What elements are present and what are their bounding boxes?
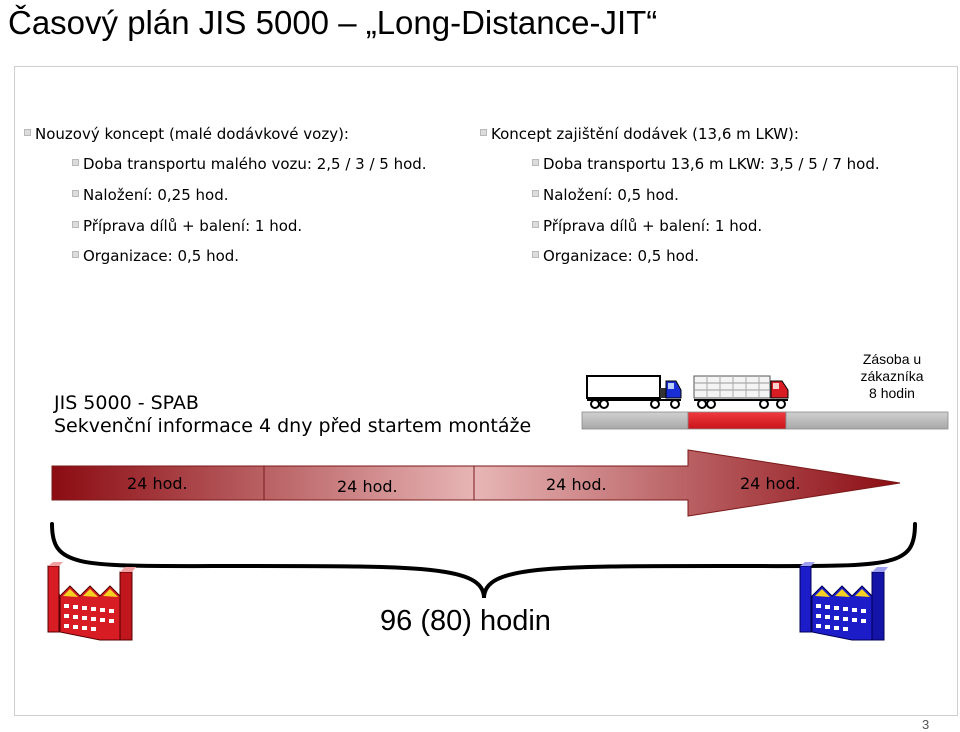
left-item: Doba transportu malého vozu: 2,5 / 3 / 5… xyxy=(72,155,427,173)
bar-segment-gray xyxy=(581,411,689,430)
right-item: Příprava dílů + balení: 1 hod. xyxy=(532,217,762,235)
bullet-icon xyxy=(72,159,79,166)
right-heading: Koncept zajištění dodávek (13,6 m LKW): xyxy=(480,125,799,143)
right-item: Organizace: 0,5 hod. xyxy=(532,247,699,265)
bullet-icon xyxy=(480,129,487,136)
content-frame xyxy=(14,66,958,716)
left-heading: Nouzový koncept (malé dodávkové vozy): xyxy=(24,125,349,143)
right-item: Naložení: 0,5 hod. xyxy=(532,186,679,204)
bullet-icon xyxy=(72,251,79,258)
segment-label: 24 hod. xyxy=(546,475,607,494)
bullet-icon xyxy=(532,251,539,258)
stock-label: Zásoba u zákazníka 8 hodin xyxy=(838,351,946,402)
bullet-icon xyxy=(532,221,539,228)
stock-label-line: zákazníka xyxy=(860,368,924,384)
left-item: Naložení: 0,25 hod. xyxy=(72,186,229,204)
segment-label: 24 hod. xyxy=(337,477,398,496)
page-number: 3 xyxy=(922,717,930,732)
stock-label-line: 8 hodin xyxy=(869,385,915,401)
factory-icon xyxy=(799,562,888,641)
right-item: Doba transportu 13,6 m LKW: 3,5 / 5 / 7 … xyxy=(532,155,880,173)
jis-subtitle: Sekvenční informace 4 dny před startem m… xyxy=(54,415,532,437)
lkw-truck-icon xyxy=(693,375,789,409)
left-item: Organizace: 0,5 hod. xyxy=(72,247,239,265)
page-title: Časový plán JIS 5000 – „Long-Distance-JI… xyxy=(8,4,658,41)
stock-label-line: Zásoba u xyxy=(862,351,922,367)
segment-label: 24 hod. xyxy=(740,474,801,493)
bar-segment-gray xyxy=(785,411,949,430)
bullet-icon xyxy=(532,190,539,197)
timeline-arrow xyxy=(51,449,901,517)
van-truck-icon xyxy=(586,375,682,409)
total-hours: 96 (80) hodin xyxy=(380,605,551,637)
jis-info: JIS 5000 - SPAB Sekvenční informace 4 dn… xyxy=(54,392,531,438)
transport-bar xyxy=(581,411,949,430)
left-item: Příprava dílů + balení: 1 hod. xyxy=(72,217,302,235)
factory-icon xyxy=(47,562,136,641)
bar-segment-red xyxy=(687,411,787,430)
bullet-icon xyxy=(24,129,31,136)
segment-label: 24 hod. xyxy=(127,474,188,493)
curly-brace xyxy=(50,522,917,599)
bullet-icon xyxy=(72,221,79,228)
bullet-icon xyxy=(72,190,79,197)
jis-title: JIS 5000 - SPAB xyxy=(54,392,199,414)
bullet-icon xyxy=(532,159,539,166)
